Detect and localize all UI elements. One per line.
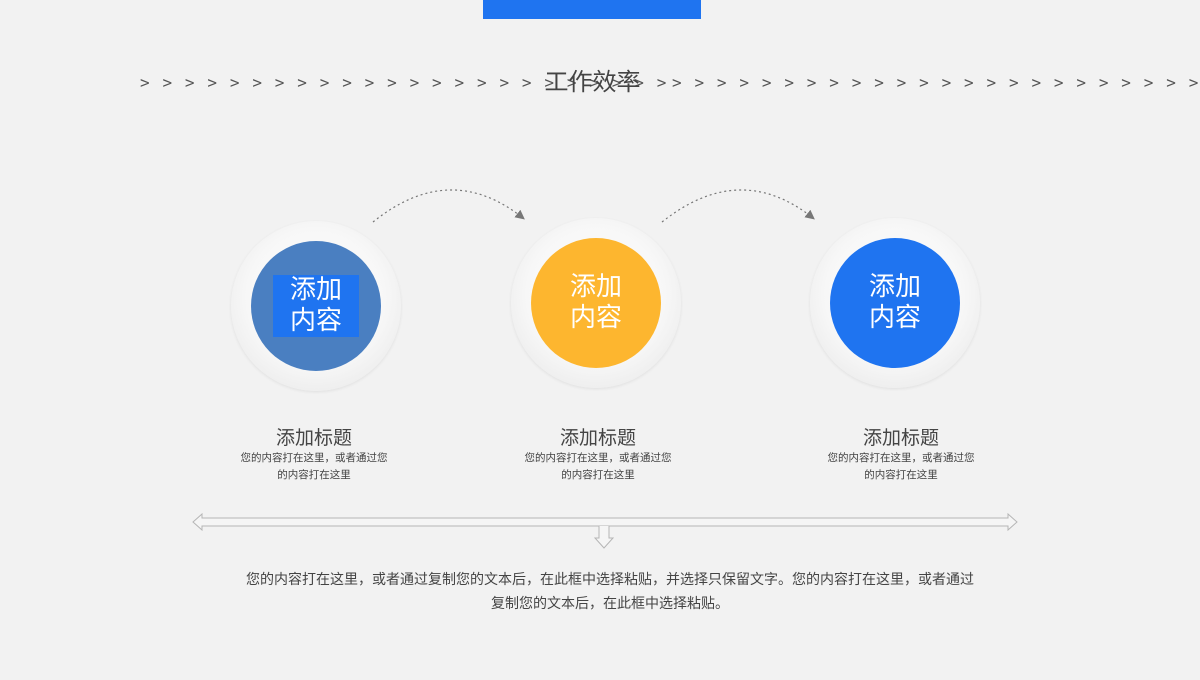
disc-label-3: 添加 内容 xyxy=(830,238,960,368)
disc-label-line1: 添加 xyxy=(273,275,359,306)
double-arrow-divider xyxy=(192,512,1018,549)
step-desc-1: 您的内容打在这里，或者通过您的内容打在这里 xyxy=(240,452,388,481)
step-circle-2: 添加 内容 xyxy=(511,218,681,388)
left-chevron-row: > > > > > > > > > > > > > > > > > > > > … xyxy=(140,73,668,92)
step-circle-3: 添加 内容 xyxy=(810,218,980,388)
disc-2: 添加 内容 xyxy=(531,238,661,368)
step-title-2: 添加标题 xyxy=(559,427,636,449)
disc-label-line1: 添加 xyxy=(569,272,622,302)
disc-label-line2: 内容 xyxy=(868,303,921,333)
disc-label-1: 添加 内容 xyxy=(251,241,381,371)
summary-text: 您的内容打在这里，或者通过复制您的文本后，在此框中选择粘贴，并选择只保留文字。您… xyxy=(246,572,974,612)
right-chevron-row: > > > > > > > > > > > > > > > > > > > > … xyxy=(672,73,1200,92)
step-circle-1: 添加 内容 xyxy=(231,221,401,391)
curved-arrow-1 xyxy=(372,189,525,223)
step-title-3: 添加标题 xyxy=(862,427,939,449)
disc-label-2: 添加 内容 xyxy=(531,238,661,368)
step-desc-3: 您的内容打在这里，或者通过您的内容打在这里 xyxy=(827,452,975,481)
disc-1: 添加 内容 xyxy=(251,241,381,371)
disc-3: 添加 内容 xyxy=(830,238,960,368)
step-title-1: 添加标题 xyxy=(275,427,352,449)
disc-label-line2: 内容 xyxy=(273,306,359,337)
disc-label-line2: 内容 xyxy=(569,303,622,333)
top-accent-bar xyxy=(483,0,701,19)
page-title: 工作效率 xyxy=(544,68,641,96)
curved-arrow-2 xyxy=(661,189,815,223)
step-desc-2: 您的内容打在这里，或者通过您的内容打在这里 xyxy=(524,452,672,481)
disc-label-line1: 添加 xyxy=(868,272,921,302)
